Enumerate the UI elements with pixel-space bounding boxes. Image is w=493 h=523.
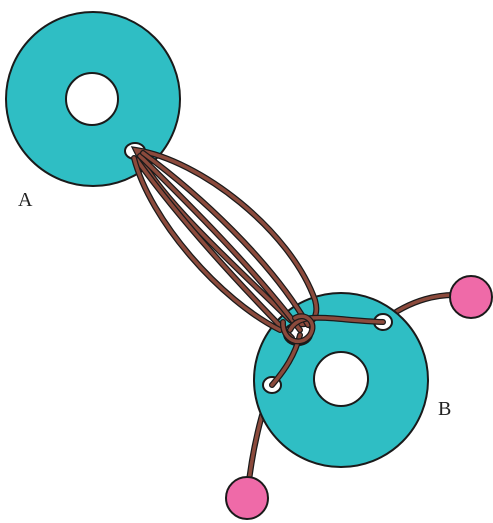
label-a: A	[18, 190, 32, 210]
bead-right	[450, 276, 492, 318]
label-b: B	[438, 399, 451, 419]
disc-a-center-hole	[66, 73, 118, 125]
bead-bottom	[226, 477, 268, 519]
disc-b-center-hole	[314, 352, 368, 406]
